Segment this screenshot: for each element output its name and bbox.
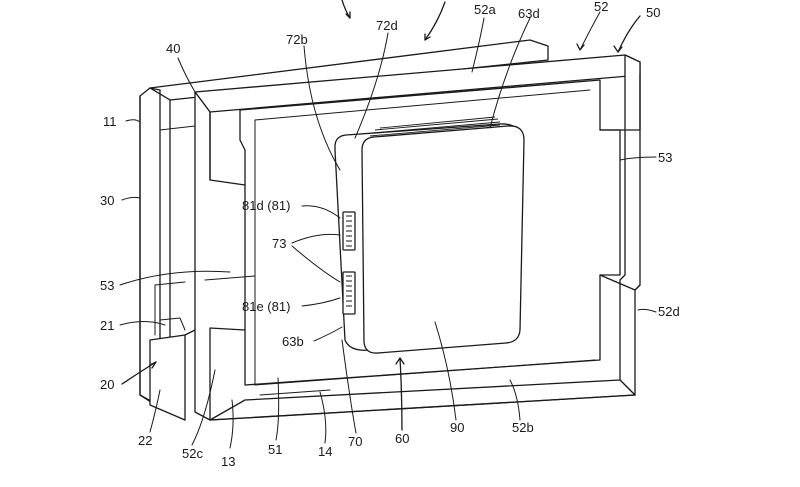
label-20: 20 xyxy=(100,377,114,392)
label-81e: 81e (81) xyxy=(242,299,290,314)
label-52a: 52a xyxy=(474,2,496,17)
label-52b: 52b xyxy=(512,420,534,435)
label-50: 50 xyxy=(646,5,660,20)
label-13: 13 xyxy=(221,454,235,469)
label-72b: 72b xyxy=(286,32,308,47)
port-81d xyxy=(342,211,356,251)
top-vent-hatch xyxy=(369,116,501,137)
label-63b: 63b xyxy=(282,334,304,349)
label-52d: 52d xyxy=(658,304,680,319)
label-30: 30 xyxy=(100,193,114,208)
label-90: 90 xyxy=(450,420,464,435)
tray-frame xyxy=(194,54,641,421)
label-70: 70 xyxy=(348,434,362,449)
device-body xyxy=(334,116,525,354)
label-40: 40 xyxy=(166,41,180,56)
label-53-right: 53 xyxy=(658,150,672,165)
label-53-left: 53 xyxy=(100,278,114,293)
label-11: 11 xyxy=(103,114,117,129)
label-60: 60 xyxy=(395,431,409,446)
port-81e xyxy=(342,271,356,315)
label-52c: 52c xyxy=(182,446,203,461)
label-51: 51 xyxy=(268,442,282,457)
left-partition xyxy=(149,281,196,421)
label-22: 22 xyxy=(138,433,152,448)
label-81d: 81d (81) xyxy=(242,198,290,213)
label-52: 52 xyxy=(594,0,608,14)
label-73: 73 xyxy=(272,236,286,251)
label-21: 21 xyxy=(100,318,114,333)
indicator-arrows xyxy=(341,0,446,41)
label-72d: 72d xyxy=(376,18,398,33)
reference-labels: 11 30 40 53 21 20 22 52c 13 51 14 70 60 … xyxy=(100,0,680,469)
leader-lines xyxy=(119,11,657,449)
label-63d: 63d xyxy=(518,6,540,21)
label-14: 14 xyxy=(318,444,332,459)
